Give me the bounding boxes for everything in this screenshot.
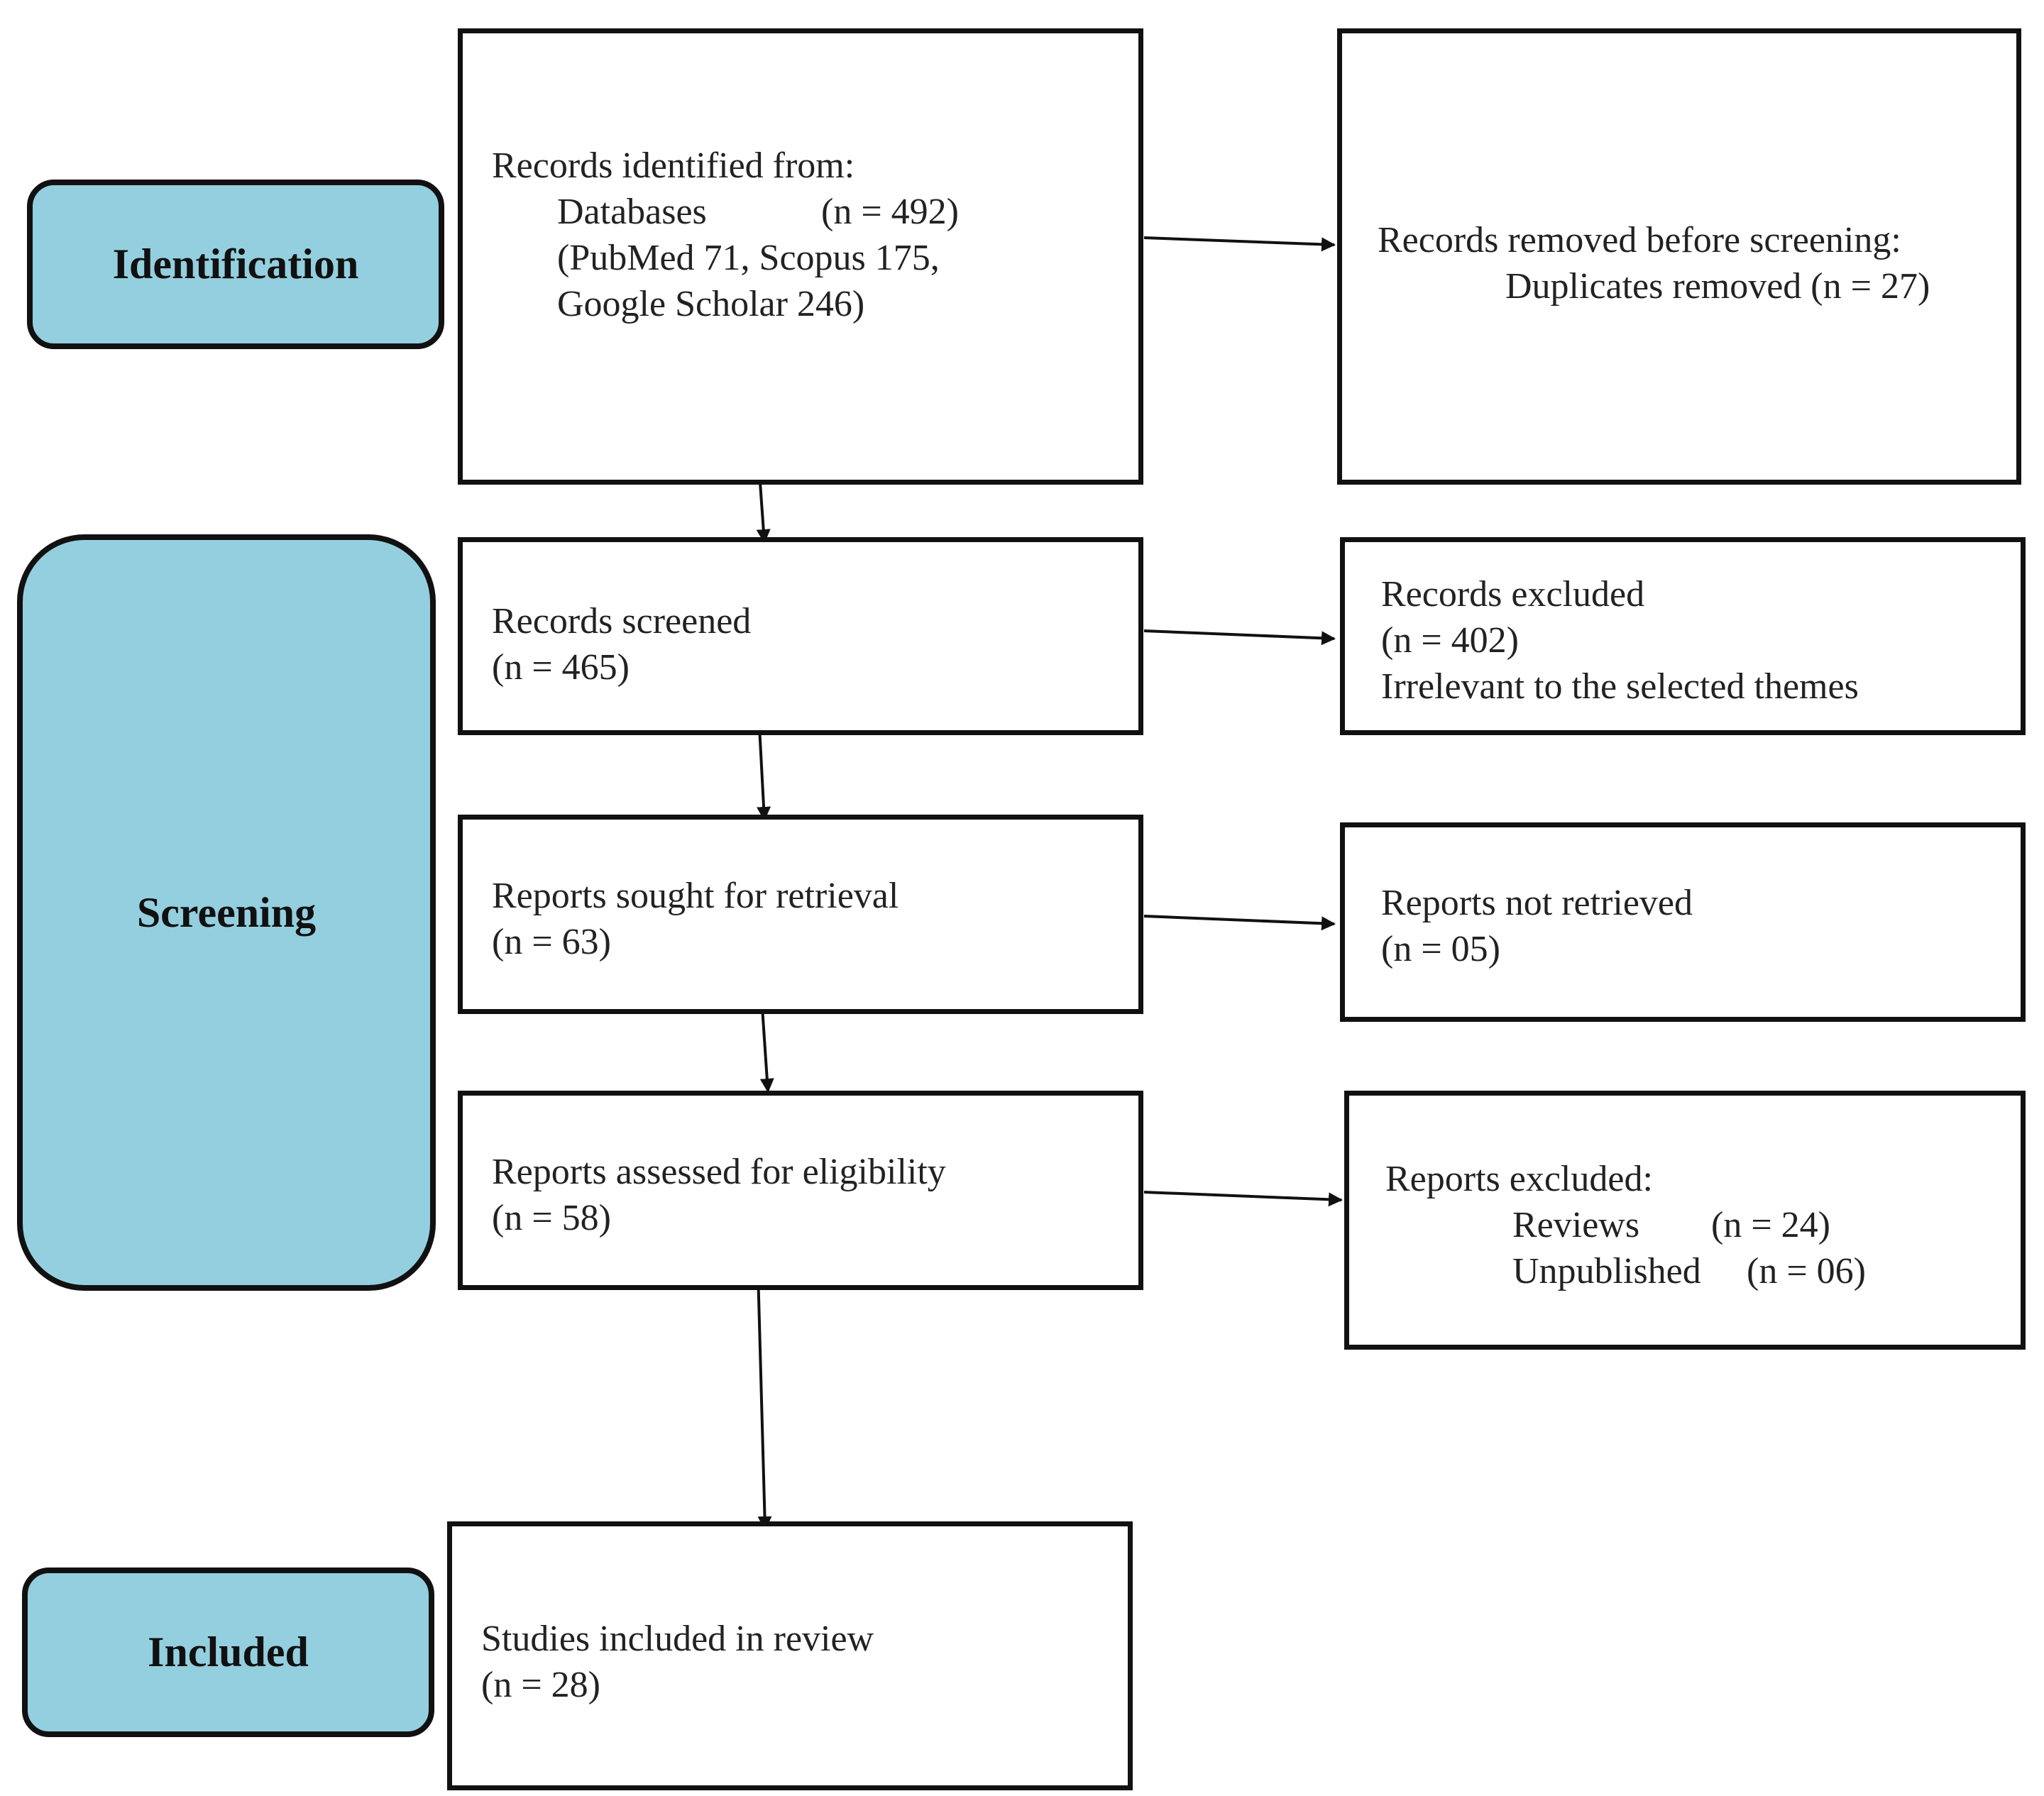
stage-label-included: Included — [22, 1568, 434, 1737]
reports-assessed-label: Reports assessed for eligibility — [492, 1152, 946, 1192]
arrow-screened-to-sought — [757, 726, 771, 821]
stage-label-included-text: Included — [148, 1629, 309, 1675]
reports-sought-label: Reports sought for retrieval — [492, 876, 899, 916]
records-removed-heading: Records removed before screening: — [1378, 220, 1901, 260]
arrow-screened-to-excluded — [1143, 629, 1336, 646]
records-screened-count: (n = 465) — [492, 647, 630, 688]
databases-count: (n = 492) — [821, 192, 959, 232]
reports-assessed-count: (n = 58) — [492, 1198, 611, 1238]
records-screened-box: Records screened (n = 465) — [458, 537, 1143, 735]
stage-label-screening: Screening — [17, 534, 436, 1291]
records-excluded-box: Records excluded (n = 402) Irrelevant to… — [1340, 537, 2026, 735]
database-sources-line-1: (PubMed 71, Scopus 175, — [557, 238, 940, 278]
arrow-sought-to-not-retrieved — [1143, 915, 1336, 931]
stage-label-screening-text: Screening — [136, 888, 317, 936]
stage-label-identification: Identification — [27, 180, 444, 349]
studies-included-count: (n = 28) — [481, 1665, 600, 1705]
reports-excluded-reviews-label: Reviews — [1512, 1205, 1640, 1245]
records-screened-label: Records screened — [492, 601, 752, 641]
records-excluded-count: (n = 402) — [1381, 620, 1519, 661]
reports-sought-box: Reports sought for retrieval (n = 63) — [458, 815, 1143, 1014]
records-removed-box: Records removed before screening: Duplic… — [1337, 28, 2021, 485]
reports-assessed-box: Reports assessed for eligibility (n = 58… — [458, 1091, 1143, 1290]
reports-sought-count: (n = 63) — [492, 922, 611, 962]
records-identified-heading: Records identified from: — [492, 145, 855, 186]
records-excluded-reason: Irrelevant to the selected themes — [1381, 666, 1859, 707]
reports-excluded-reviews-count: (n = 24) — [1711, 1205, 1830, 1245]
arrow-assessed-to-included — [757, 1271, 772, 1531]
stage-label-identification-text: Identification — [112, 241, 359, 287]
databases-label: Databases — [557, 192, 707, 232]
reports-excluded-box: Reports excluded: Reviews (n = 24) Unpub… — [1344, 1091, 2026, 1350]
arrow-identified-to-removed — [1143, 236, 1336, 252]
duplicates-removed: Duplicates removed (n = 27) — [1505, 266, 1930, 307]
reports-excluded-unpublished-count: (n = 06) — [1747, 1251, 1866, 1291]
arrow-assessed-to-excluded — [1143, 1191, 1343, 1207]
reports-not-retrieved-label: Reports not retrieved — [1381, 883, 1693, 923]
records-excluded-label: Records excluded — [1381, 574, 1645, 615]
studies-included-box: Studies included in review (n = 28) — [447, 1521, 1133, 1790]
reports-excluded-heading: Reports excluded: — [1385, 1159, 1653, 1199]
reports-not-retrieved-count: (n = 05) — [1381, 929, 1500, 969]
records-identified-box: Records identified from: Databases (n = … — [458, 28, 1143, 485]
studies-included-label: Studies included in review — [481, 1619, 874, 1659]
reports-excluded-unpublished-label: Unpublished — [1512, 1251, 1701, 1291]
database-sources-line-2: Google Scholar 246) — [557, 284, 865, 324]
reports-not-retrieved-box: Reports not retrieved (n = 05) — [1340, 822, 2026, 1022]
